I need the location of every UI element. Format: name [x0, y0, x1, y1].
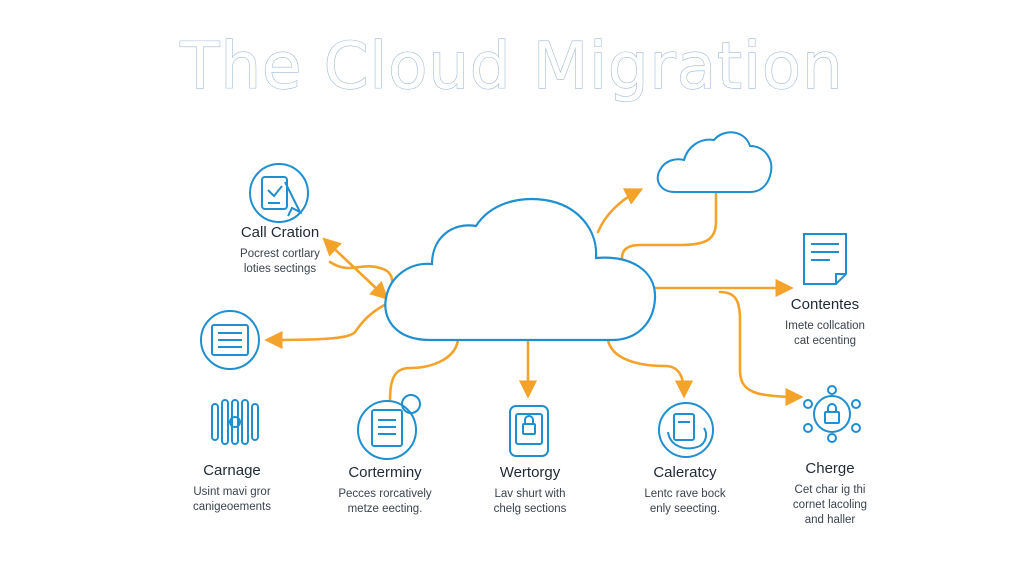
- node-cherge-desc-2: cornet lacoling: [792, 499, 868, 511]
- node-caleratcy-heading: Caleratcy: [653, 464, 717, 481]
- node-call-cration-desc-1: Pocrest cortlary: [240, 248, 320, 260]
- node-carnage-desc-2: canigeoements: [193, 501, 271, 513]
- diagram-title: The Cloud Migration: [180, 29, 844, 104]
- connector-to-list-window: [264, 298, 397, 350]
- node-corterminy-heading: Corterminy: [348, 464, 422, 481]
- node-wertorgy-desc-2: chelg sections: [493, 503, 567, 515]
- document-icon: [803, 233, 847, 285]
- node-cherge-desc-3: and haller: [804, 514, 856, 526]
- connector-to-small-cloud: [596, 188, 644, 234]
- node-call-cration-desc-2: loties sectings: [243, 263, 317, 275]
- node-carnage: Carnage Usint mavi gror canigeoements: [172, 462, 292, 515]
- node-caleratcy-desc-1: Lentc rave bock: [644, 488, 726, 500]
- connector-group: [264, 188, 804, 407]
- node-contentes: Contentes Imete collcation cat ecenting: [765, 296, 885, 349]
- network-lock-icon: [803, 385, 861, 443]
- node-wertorgy-desc-1: Lav shurt with: [494, 488, 566, 500]
- node-carnage-desc-1: Usint mavi gror: [193, 486, 271, 498]
- node-call-cration-heading: Call Cration: [240, 224, 320, 241]
- list-window-icon: [200, 310, 260, 370]
- node-cherge: Cherge Cet char ig thi cornet lacoling a…: [770, 460, 890, 528]
- connector-from-small-cloud: [620, 190, 718, 260]
- node-wertorgy-heading: Wertorgy: [499, 464, 561, 481]
- small-cloud-icon: [656, 131, 773, 193]
- main-cloud-icon: [384, 197, 657, 342]
- node-cherge-desc-1: Cet char ig thi: [794, 484, 866, 496]
- node-wertorgy: Wertorgy Lav shurt with chelg sections: [470, 464, 590, 517]
- server-icon: [211, 399, 259, 445]
- node-contentes-heading: Contentes: [790, 296, 860, 313]
- documents-icon: [357, 394, 421, 460]
- connector-to-cherge: [718, 290, 804, 407]
- node-caleratcy-desc-2: enly seecting.: [649, 503, 721, 515]
- connector-to-caleratcy: [606, 338, 694, 399]
- connector-to-call-cration: [322, 237, 389, 300]
- mobile-lock-icon: [509, 405, 549, 457]
- hand-device-icon: [658, 402, 714, 458]
- node-cherge-heading: Cherge: [805, 460, 855, 477]
- node-contentes-desc-1: Imete collcation: [785, 320, 865, 332]
- node-caleratcy: Caleratcy Lentc rave bock enly seecting.: [625, 464, 745, 517]
- node-call-cration: Call Cration Pocrest cortlary loties sec…: [220, 224, 340, 277]
- node-carnage-heading: Carnage: [203, 462, 261, 479]
- connector-to-corterminy: [388, 338, 460, 402]
- node-corterminy-desc-1: Pecces rorcatively: [338, 488, 432, 500]
- node-contentes-desc-2: cat ecenting: [793, 335, 856, 347]
- tablet-cursor-icon: [249, 163, 309, 223]
- node-corterminy-desc-2: metze eecting.: [347, 503, 423, 515]
- node-corterminy: Corterminy Pecces rorcatively metze eect…: [320, 464, 450, 517]
